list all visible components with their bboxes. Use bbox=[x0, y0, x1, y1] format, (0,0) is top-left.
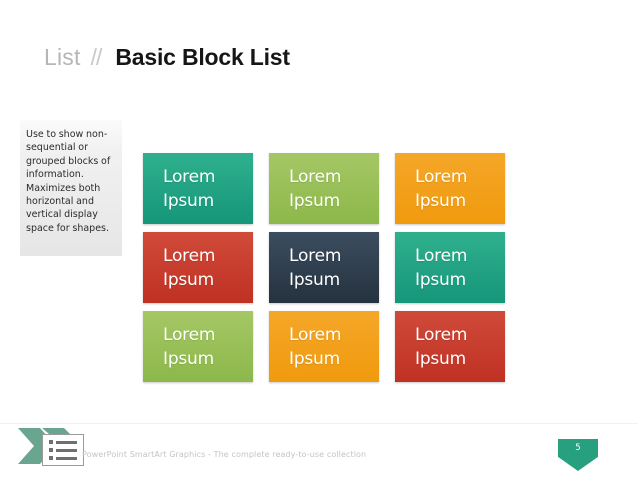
title-separator: // bbox=[90, 44, 103, 70]
block-label-line2: Ipsum bbox=[163, 190, 214, 211]
page-number: 5 bbox=[575, 443, 581, 453]
list-icon-row bbox=[49, 440, 77, 444]
block-label-line1: Lorem bbox=[289, 166, 342, 187]
block-label-line2: Ipsum bbox=[415, 190, 466, 211]
footer-logo bbox=[16, 424, 84, 470]
list-icon-row bbox=[49, 456, 77, 460]
block-label-line1: Lorem bbox=[163, 166, 216, 187]
list-bar bbox=[56, 456, 77, 460]
block-label-line2: Ipsum bbox=[289, 190, 340, 211]
block-label-line1: Lorem bbox=[163, 324, 216, 345]
block-label-line1: Lorem bbox=[289, 324, 342, 345]
block-label-line1: Lorem bbox=[415, 324, 468, 345]
description-text: Use to show non-sequential or grouped bl… bbox=[26, 129, 111, 234]
list-icon bbox=[42, 434, 84, 466]
block-label-line2: Ipsum bbox=[163, 269, 214, 290]
footer-divider bbox=[0, 423, 638, 424]
block-label-line2: Ipsum bbox=[415, 269, 466, 290]
block-label-line1: Lorem bbox=[163, 245, 216, 266]
block-label-line2: Ipsum bbox=[163, 348, 214, 369]
list-bar bbox=[56, 448, 77, 452]
block-label-line1: Lorem bbox=[289, 245, 342, 266]
description-panel: Use to show non-sequential or grouped bl… bbox=[20, 120, 122, 256]
block-label-line2: Ipsum bbox=[289, 348, 340, 369]
title-main: Basic Block List bbox=[115, 44, 290, 70]
title-prefix: List bbox=[44, 44, 81, 70]
list-bar bbox=[56, 440, 77, 444]
page-title: List // Basic Block List bbox=[44, 44, 290, 71]
block-label-line1: Lorem bbox=[415, 166, 468, 187]
list-bullet bbox=[49, 456, 53, 460]
list-bullet bbox=[49, 448, 53, 452]
footer-caption: PowerPoint SmartArt Graphics - The compl… bbox=[82, 450, 367, 459]
page-number-badge: 5 bbox=[558, 439, 598, 471]
block-label-line2: Ipsum bbox=[415, 348, 466, 369]
list-icon-row bbox=[49, 448, 77, 452]
block-label-line1: Lorem bbox=[415, 245, 468, 266]
block-label-line2: Ipsum bbox=[289, 269, 340, 290]
list-bullet bbox=[49, 440, 53, 444]
